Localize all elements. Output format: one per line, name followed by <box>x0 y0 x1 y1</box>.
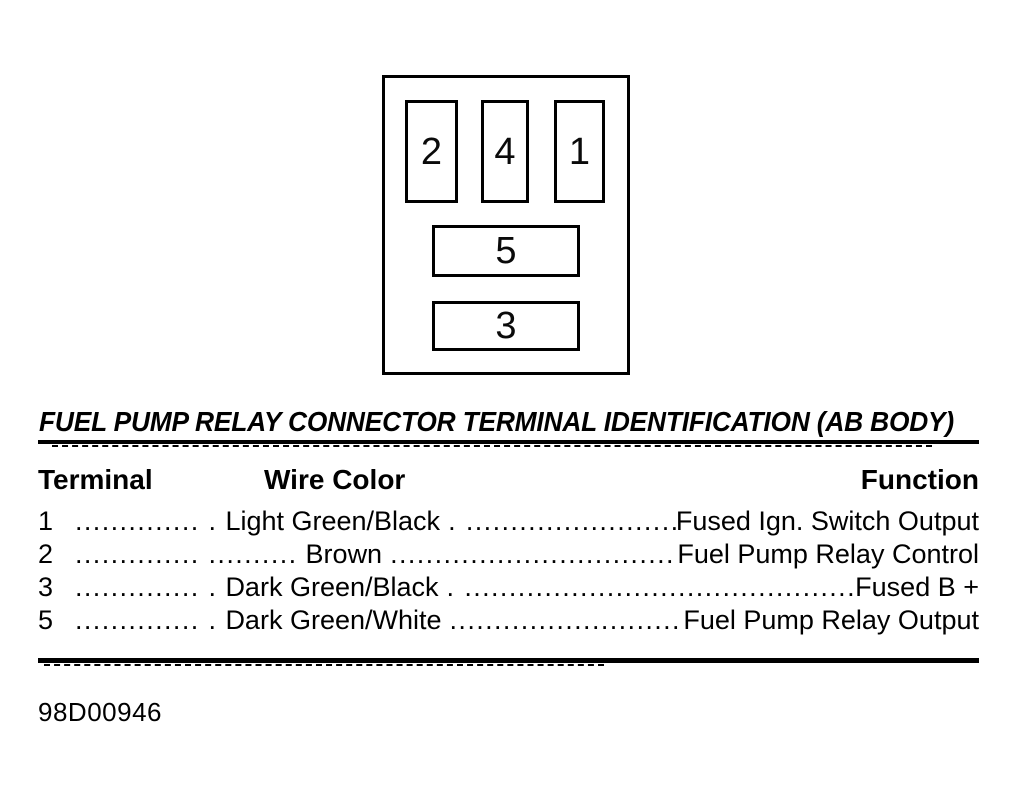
leader-dots: .............. . <box>75 572 218 602</box>
leader-dots: ........................................… <box>449 605 684 635</box>
terminal-column-header: Terminal <box>38 464 153 495</box>
terminal-table-body: 1 .............. . Light Green/Black . .… <box>38 506 979 638</box>
leader-dots: .............. . <box>75 605 218 635</box>
wire-color-column-header: Wire Color <box>264 464 406 495</box>
wire-color-value: Light Green/Black <box>225 506 441 536</box>
title-divider <box>38 440 979 444</box>
connector-pin-2: 2 <box>405 100 458 203</box>
leader-dots: . ......................................… <box>446 572 856 602</box>
terminal-number: 1 <box>38 506 54 536</box>
function-column-header: Function <box>860 464 979 495</box>
pin-label: 1 <box>568 130 591 173</box>
wire-color-value: Brown <box>305 539 383 569</box>
leader-dots: .............. . <box>75 506 218 536</box>
figure-title: FUEL PUMP RELAY CONNECTOR TERMINAL IDENT… <box>39 406 955 437</box>
bottom-divider <box>38 658 979 663</box>
connector-pin-1: 1 <box>554 100 605 203</box>
function-value: Fuel Pump Relay Output <box>683 605 979 635</box>
function-value: Fuel Pump Relay Control <box>677 539 979 569</box>
connector-pin-5: 5 <box>432 225 580 277</box>
terminal-row-2: 2 .............. .......... Brown ......… <box>38 539 979 572</box>
fuel-pump-relay-connector-diagram: 2 4 1 5 3 <box>382 75 630 375</box>
wire-color-value: Dark Green/Black <box>225 572 439 602</box>
function-value: Fused B + <box>855 572 979 602</box>
connector-pin-3: 3 <box>432 301 580 351</box>
terminal-row-5: 5 .............. . Dark Green/White ....… <box>38 605 979 638</box>
leader-dots: .............. .......... <box>75 539 298 569</box>
bottom-divider-fringe <box>44 664 604 666</box>
leader-dots: ........................................… <box>390 539 677 569</box>
terminal-number: 5 <box>38 605 54 635</box>
terminal-number: 2 <box>38 539 54 569</box>
terminal-row-3: 3 .............. . Dark Green/Black . ..… <box>38 572 979 605</box>
terminal-row-1: 1 .............. . Light Green/Black . .… <box>38 506 979 539</box>
figure-id: 98D00946 <box>38 697 162 727</box>
terminal-table-header: Terminal Wire Color Function <box>38 464 979 495</box>
pin-label: 2 <box>420 130 443 173</box>
pin-label: 3 <box>495 305 517 347</box>
title-divider-fringe <box>52 445 932 447</box>
leader-dots: . ......................................… <box>448 506 676 536</box>
terminal-number: 3 <box>38 572 54 602</box>
function-value: Fused Ign. Switch Output <box>675 506 979 536</box>
pin-label: 5 <box>495 230 517 272</box>
connector-pin-4: 4 <box>481 100 529 203</box>
pin-label: 4 <box>494 130 516 173</box>
wire-color-value: Dark Green/White <box>225 605 442 635</box>
